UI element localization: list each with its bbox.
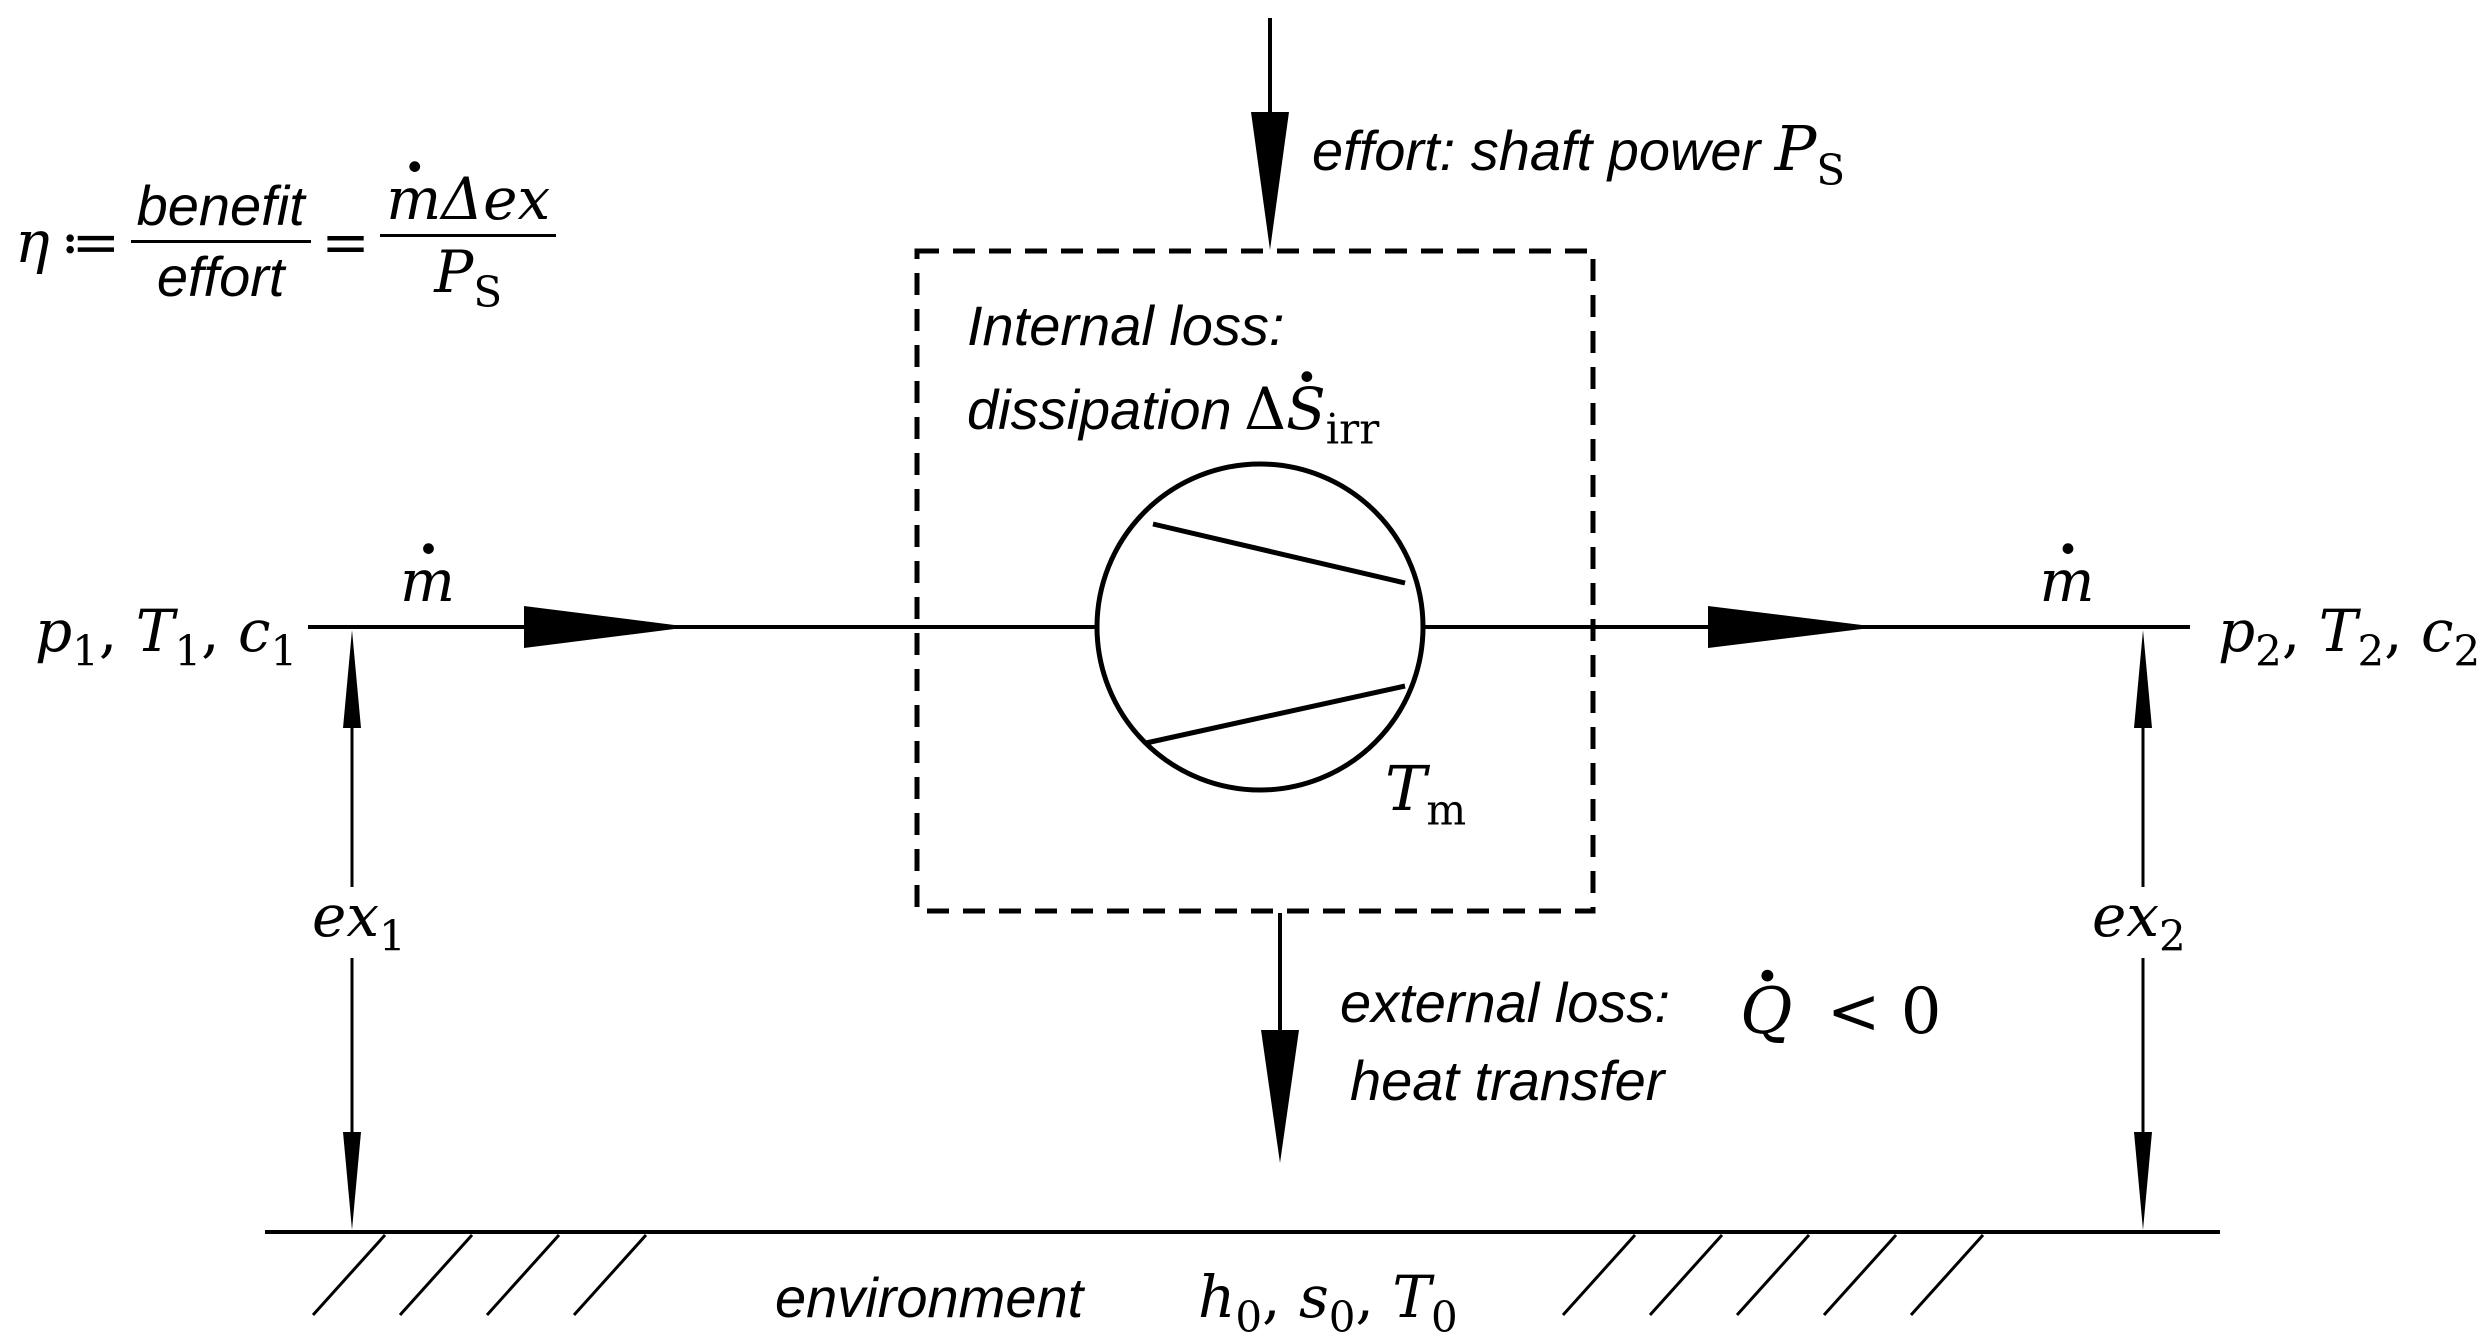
machine-temperature-symbol: T — [1385, 752, 1427, 825]
power-symbol: P — [434, 238, 474, 306]
environment-enthalpy-subscript: 0 — [1235, 1292, 1263, 1342]
fraction-denominator: PS — [428, 237, 508, 314]
environment-temperature: T — [1392, 1263, 1432, 1331]
environment-entropy-subscript: 0 — [1328, 1292, 1356, 1342]
outlet-velocity-subscript: 2 — [2453, 626, 2480, 676]
delta-symbol: Δ — [1244, 375, 1286, 443]
environment-enthalpy: h — [1198, 1263, 1236, 1331]
machine-temperature-label: Tm — [1385, 758, 1466, 832]
environment-state: h0, s0, T0 — [1198, 1268, 1458, 1339]
external-loss-title: external loss: — [1340, 971, 1670, 1034]
shaft-power-symbol: P — [1774, 112, 1817, 185]
outlet-pressure: p — [2218, 597, 2256, 665]
internal-loss-dissipation: dissipation ΔSirr — [967, 380, 1379, 451]
internal-loss-title: Internal loss: — [967, 294, 1285, 357]
shaft-power-label: effort: shaft power PS — [1312, 118, 1845, 192]
benefit-label: benefit — [130, 178, 311, 244]
ground-hatch-right — [1561, 1233, 1985, 1317]
entropy-rate-symbol: S — [1286, 380, 1326, 438]
eta-symbol: η — [15, 207, 50, 276]
power-subscript: S — [473, 267, 503, 317]
effort-label: effort — [156, 245, 285, 309]
inlet-velocity: c — [238, 597, 271, 665]
environment-label: environment — [775, 1266, 1084, 1329]
heat-flow-relation: Q < 0 — [1740, 980, 1942, 1044]
inlet-state: p1, T1, c1 — [35, 602, 297, 673]
heat-loss-arrow — [1261, 913, 1299, 1163]
inlet-mass-flow: m — [400, 552, 455, 610]
outlet-temperature-subscript: 2 — [2357, 626, 2385, 676]
control-volume-boundary — [914, 248, 1596, 914]
outlet-exergy-subscript: 2 — [2159, 911, 2186, 961]
fraction-numerator: mΔex — [380, 170, 557, 237]
outlet-velocity: c — [2421, 597, 2454, 665]
equals-symbol: = — [321, 207, 370, 276]
inlet-exergy-subscript: 1 — [379, 911, 406, 961]
shaft-power-subscript: S — [1816, 145, 1846, 195]
environment-entropy: s — [1298, 1263, 1329, 1331]
outlet-state: p2, T2, c2 — [2218, 602, 2480, 673]
outlet-mass-flow: m — [2039, 552, 2094, 610]
environment-temperature-subscript: 0 — [1431, 1292, 1458, 1342]
inlet-exergy-symbol: ex — [312, 882, 380, 950]
outlet-flow-arrowhead — [1708, 606, 1878, 648]
shaft-power-text: effort: shaft power — [1312, 119, 1761, 182]
ground-hatch-left — [311, 1233, 648, 1317]
environment-separator-1: , — [1262, 1263, 1299, 1331]
dissipation-label: dissipation — [967, 378, 1232, 441]
compressor-icon — [1094, 461, 1426, 793]
inlet-exergy-label: ex1 — [308, 887, 410, 958]
exergy-power-fraction: mΔex PS — [380, 170, 557, 314]
machine-temperature-subscript: m — [1426, 785, 1467, 835]
mass-flow-symbol: m — [386, 170, 441, 228]
outlet-separator-1: , — [2281, 597, 2319, 665]
shaft-power-arrow — [1251, 18, 1289, 250]
heat-flow-inequality: < 0 — [1826, 975, 1942, 1049]
inlet-separator-1: , — [98, 597, 136, 665]
heat-flow-symbol: Q — [1740, 980, 1792, 1044]
inlet-pressure: p — [35, 597, 73, 665]
defeq-symbol: ≔ — [60, 207, 121, 276]
inlet-velocity-subscript: 1 — [270, 626, 298, 676]
inlet-temperature-subscript: 1 — [174, 626, 202, 676]
outlet-separator-2: , — [2384, 597, 2422, 665]
environment-separator-2: , — [1355, 1263, 1393, 1331]
efficiency-definition: η ≔ benefit effort = mΔex PS — [15, 170, 557, 314]
delta-ex-symbol: Δex — [441, 165, 551, 233]
outlet-exergy-symbol: ex — [2092, 882, 2160, 950]
inlet-temperature: T — [135, 597, 175, 665]
inlet-separator-2: , — [201, 597, 239, 665]
inlet-flow-arrowhead — [524, 606, 690, 648]
entropy-subscript: irr — [1325, 404, 1380, 454]
heat-transfer-label: heat transfer — [1350, 1049, 1665, 1112]
outlet-pressure-subscript: 2 — [2255, 626, 2282, 676]
benefit-effort-fraction: benefit effort — [130, 178, 311, 309]
outlet-exergy-label: ex2 — [2088, 887, 2190, 958]
inlet-pressure-subscript: 1 — [72, 626, 99, 676]
outlet-temperature: T — [2318, 597, 2358, 665]
